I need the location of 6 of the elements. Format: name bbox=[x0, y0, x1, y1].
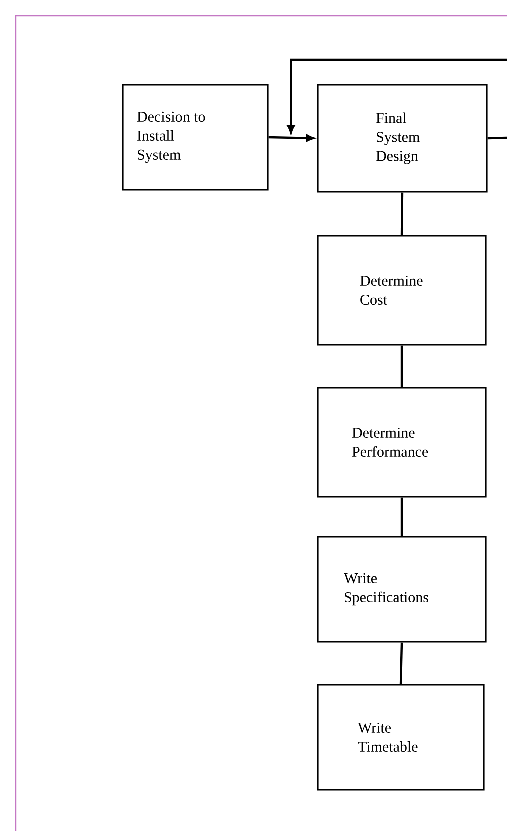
process-box: Decision to Install System bbox=[122, 84, 269, 191]
process-box: Write Timetable bbox=[317, 684, 485, 791]
process-box: Write Specifications bbox=[317, 536, 487, 643]
arrow bbox=[268, 134, 314, 142]
process-box: Determine Performance bbox=[317, 387, 487, 498]
process-box: Determine Cost bbox=[317, 235, 487, 346]
